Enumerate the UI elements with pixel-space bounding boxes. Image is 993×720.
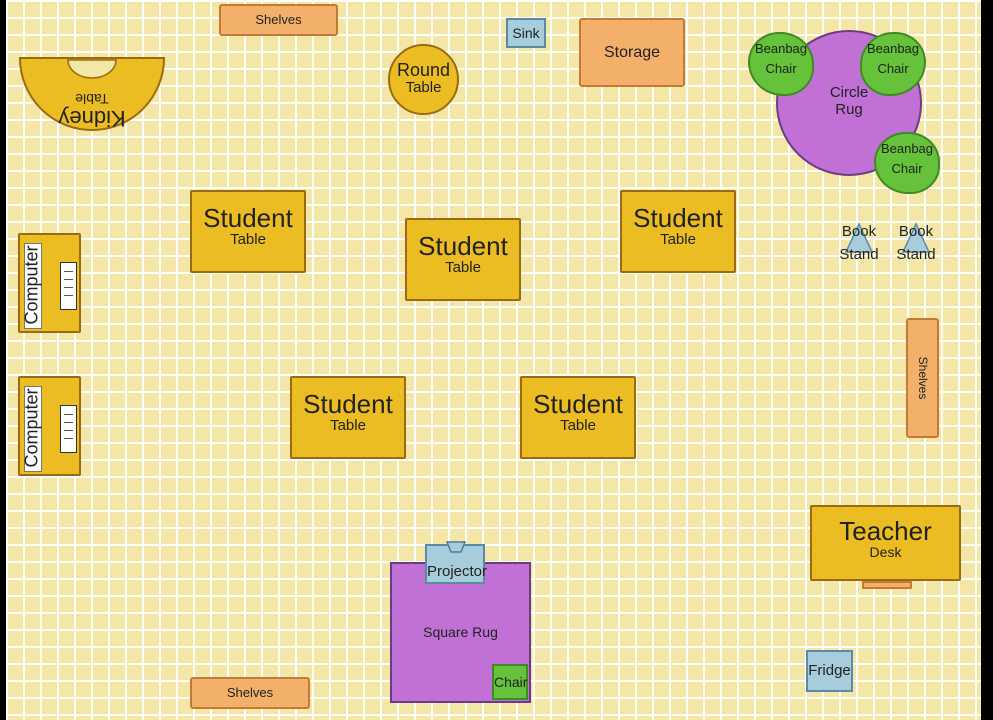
sink-label: Sink — [512, 25, 540, 41]
student-table-label-top: Student — [418, 231, 508, 261]
shelves-right-label: Shelves — [916, 356, 930, 400]
student-table-1[interactable]: Student Table — [190, 190, 306, 273]
sink[interactable]: Sink — [506, 18, 546, 48]
book-stand-label-top: Book — [898, 223, 934, 240]
beanbag-label-top: Beanbag — [754, 41, 808, 56]
kidney-table-label-bottom: Table — [75, 91, 109, 107]
student-table-4[interactable]: Student Table — [290, 376, 406, 459]
round-table-label-top: Round — [396, 60, 451, 80]
beanbag-chair-2[interactable]: Beanbag Chair — [862, 34, 924, 94]
student-table-label-top: Student — [633, 203, 723, 233]
computer-1[interactable]: Computer — [18, 233, 81, 333]
book-stand-label-bottom: Stand — [839, 246, 879, 263]
teacher-desk-label-top: Teacher — [839, 516, 932, 546]
teacher-chair[interactable] — [862, 581, 912, 589]
square-rug-label: Square Rug — [423, 624, 498, 640]
fridge[interactable]: Fridge — [806, 650, 853, 692]
kidney-table-label-top: Kidney — [58, 106, 126, 131]
shelves-top-label: Shelves — [255, 12, 302, 27]
student-table-label-bottom: Table — [660, 231, 696, 248]
book-stand-label-bottom: Stand — [896, 246, 936, 263]
student-table-label-bottom: Table — [560, 417, 596, 434]
storage-label: Storage — [603, 44, 661, 61]
beanbag-label-top: Beanbag — [880, 141, 934, 156]
shelves-bottom[interactable]: Shelves — [190, 677, 310, 709]
student-table-3[interactable]: Student Table — [620, 190, 736, 273]
computer-2[interactable]: Computer — [18, 376, 81, 476]
student-table-label-top: Student — [533, 389, 623, 419]
chair-label: Chair — [494, 674, 528, 690]
kidney-table[interactable]: Kidney Table — [18, 56, 166, 132]
student-table-label-bottom: Table — [445, 259, 481, 276]
shelves-right[interactable]: Shelves — [906, 318, 939, 438]
student-table-label-bottom: Table — [230, 231, 266, 248]
beanbag-label-bottom: Chair — [877, 61, 909, 77]
student-table-label-bottom: Table — [330, 417, 366, 434]
circle-rug-label-top: Circle — [829, 84, 869, 101]
round-table-label-bottom: Table — [405, 79, 442, 96]
student-table-label-top: Student — [203, 203, 293, 233]
shelves-bottom-label: Shelves — [226, 685, 274, 700]
book-stand-2[interactable]: Book Stand — [891, 222, 941, 264]
student-table-label-top: Student — [303, 389, 393, 419]
classroom-floor-plan: Shelves Kidney Table Round Table Sink St… — [6, 0, 981, 720]
fridge-label: Fridge — [808, 662, 851, 679]
beanbag-label-bottom: Chair — [891, 161, 923, 177]
circle-rug-label-bottom: Rug — [835, 101, 863, 118]
computer-label: Computer — [21, 388, 42, 468]
chair[interactable]: Chair — [492, 664, 528, 700]
projector-label: Projector — [426, 563, 488, 580]
keyboard-icon — [60, 405, 77, 453]
book-stand-label-top: Book — [841, 223, 877, 240]
round-table[interactable]: Round Table — [388, 44, 459, 115]
computer-label: Computer — [21, 245, 42, 325]
beanbag-chair-3[interactable]: Beanbag Chair — [876, 134, 938, 192]
shelves-top[interactable]: Shelves — [219, 4, 338, 36]
book-stand-1[interactable]: Book Stand — [834, 222, 884, 264]
storage[interactable]: Storage — [579, 18, 685, 87]
student-table-2[interactable]: Student Table — [405, 218, 521, 301]
teacher-desk-label-bottom: Desk — [869, 544, 902, 560]
projector[interactable]: Projector — [425, 541, 487, 584]
keyboard-icon — [60, 262, 77, 310]
beanbag-chair-1[interactable]: Beanbag Chair — [750, 34, 812, 94]
teacher-desk[interactable]: Teacher Desk — [810, 505, 961, 581]
beanbag-label-top: Beanbag — [866, 41, 920, 56]
beanbag-label-bottom: Chair — [765, 61, 797, 77]
student-table-5[interactable]: Student Table — [520, 376, 636, 459]
